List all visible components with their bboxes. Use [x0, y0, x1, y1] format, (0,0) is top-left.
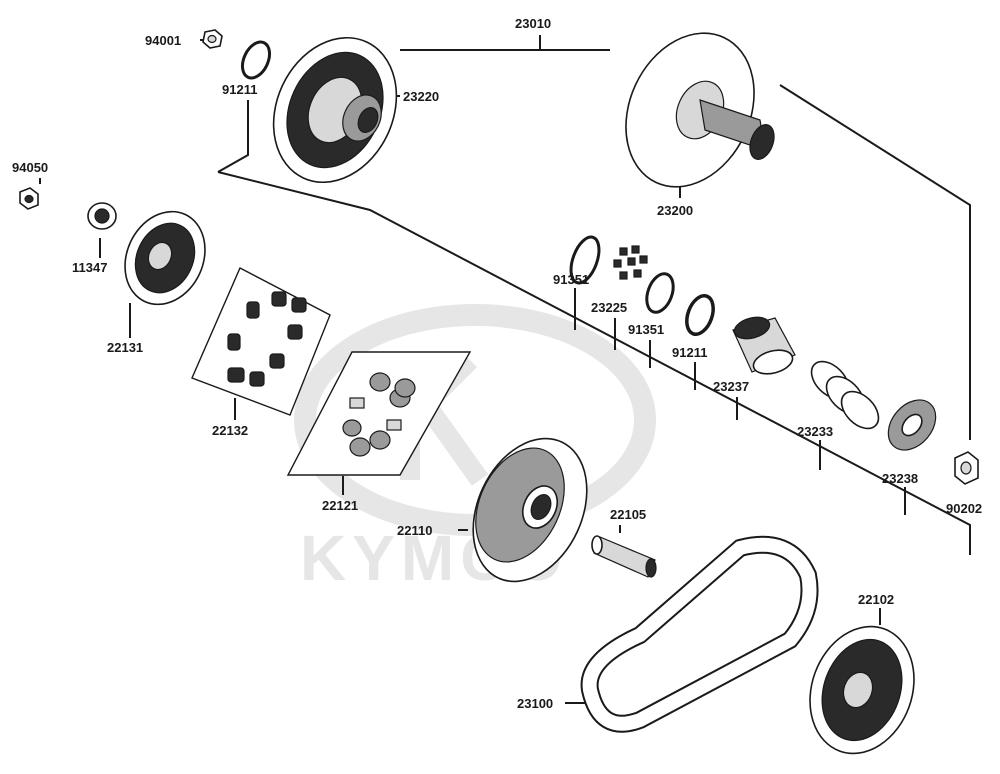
fan-plate-23220-icon	[272, 36, 398, 184]
oring-91211-top-icon	[240, 40, 272, 80]
oring-91211-mid-icon	[685, 294, 715, 336]
label-23233: 23233	[797, 424, 833, 439]
oring-91351-b-icon	[645, 272, 675, 314]
washer-11347-icon	[87, 202, 117, 230]
label-91211-top: 91211	[222, 82, 257, 97]
v-belt-23100-icon	[580, 535, 819, 733]
spring-23233-icon	[810, 360, 880, 430]
label-22102: 22102	[858, 592, 894, 607]
pins-23225-icon	[613, 245, 648, 280]
slider-box-22132-icon	[191, 267, 331, 416]
label-23200: 23200	[657, 203, 693, 218]
sheave-23200-icon	[625, 32, 775, 188]
label-90202: 90202	[946, 501, 982, 516]
label-23010: 23010	[515, 16, 551, 31]
leader-lines	[39, 35, 971, 704]
label-22131: 22131	[107, 340, 143, 355]
label-22132: 22132	[212, 423, 248, 438]
label-91211-mid: 91211	[672, 345, 707, 360]
label-91351-b: 91351	[628, 322, 664, 337]
label-23100: 23100	[517, 696, 553, 711]
label-94050: 94050	[12, 160, 48, 175]
label-22121: 22121	[322, 498, 358, 513]
part-labels: 94001 91211 23220 23010 23200 94050 1134…	[12, 16, 982, 711]
oring-91351-a-icon	[569, 235, 601, 285]
nut-90202-icon	[954, 451, 979, 485]
label-22105: 22105	[610, 507, 646, 522]
label-22110: 22110	[397, 523, 432, 538]
guide-23237-icon	[732, 316, 796, 375]
collar-22105-icon	[591, 535, 657, 578]
nut-94001-icon	[202, 29, 223, 49]
label-23238: 23238	[882, 471, 918, 486]
washer-23238-icon	[887, 399, 937, 451]
label-23220: 23220	[403, 89, 439, 104]
label-23225: 23225	[591, 300, 627, 315]
label-94001: 94001	[145, 33, 181, 48]
label-23237: 23237	[713, 379, 749, 394]
label-91351-a: 91351	[553, 272, 589, 287]
movable-drive-face-22110-icon	[472, 437, 588, 583]
drive-face-22102-icon	[809, 625, 915, 755]
ramp-plate-22131-icon	[124, 210, 206, 306]
nut-94050-icon	[19, 187, 39, 210]
label-11347: 11347	[72, 260, 107, 275]
roller-box-22121-icon	[286, 351, 472, 476]
